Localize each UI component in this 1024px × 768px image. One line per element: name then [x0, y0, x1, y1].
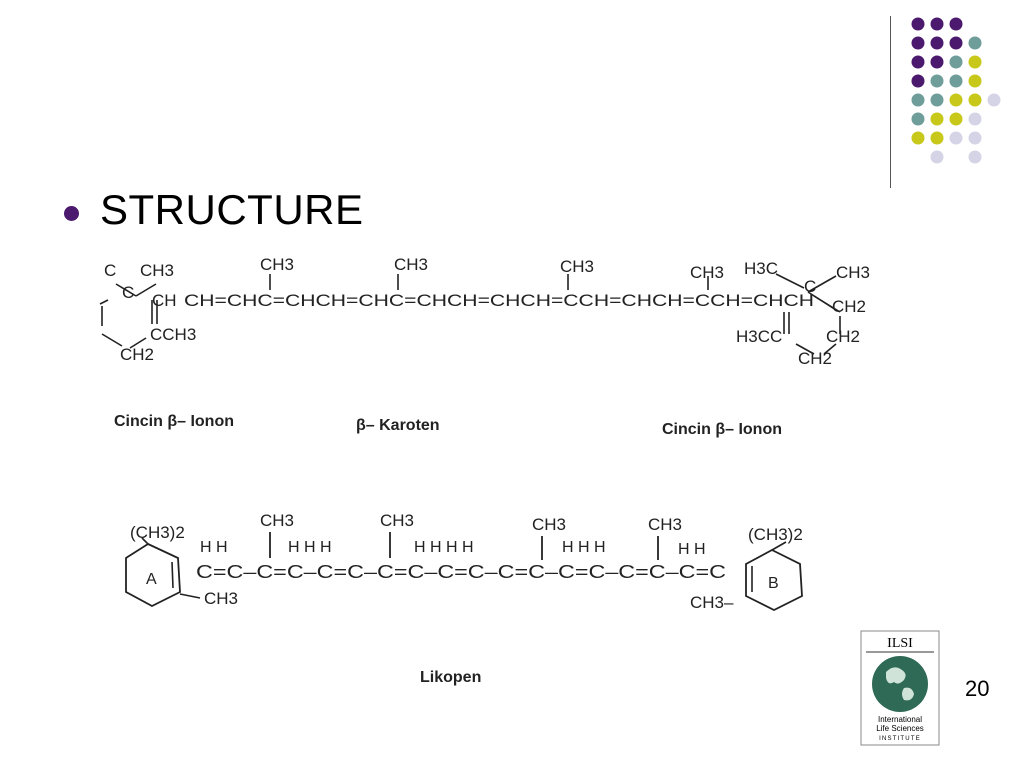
decorative-dot	[968, 131, 982, 145]
right-ring-label-ch2-c: CH2	[798, 349, 832, 368]
decorative-dot	[968, 55, 982, 69]
ring-b-top-bond	[771, 541, 787, 551]
lycopene-methyl-3: CH3	[532, 515, 566, 534]
decorative-dot-grid	[911, 17, 1001, 164]
ring-a-top-bond	[141, 537, 149, 545]
carotene-methyl-2: CH3	[394, 255, 428, 274]
decorative-dot	[930, 131, 944, 145]
decorative-dot	[949, 74, 963, 88]
decorative-dot	[968, 74, 982, 88]
bullet-icon	[64, 206, 79, 221]
decorative-divider-line	[890, 16, 891, 188]
right-ring-label-c: C	[804, 277, 816, 296]
lycopene-chain: C=C–C=C–C=C–C=C–C=C–C=C–C=C–C=C–C=C	[196, 562, 726, 582]
decorative-dot	[930, 36, 944, 50]
decorative-dot	[949, 55, 963, 69]
chemical-structure-figure: C CH3 C CH CCH3 CH2 CH=CHC=CHCH=CHC=CHCH…	[99, 255, 870, 686]
decorative-dot	[949, 131, 963, 145]
ilsi-logo-acronym: ILSI	[887, 636, 913, 651]
carotene-methyl-branches	[269, 274, 709, 290]
left-ring-label-cch3: CCH3	[150, 325, 196, 344]
ring-b-label: B	[768, 575, 779, 592]
lycopene-h-group-2: H H H	[288, 539, 332, 556]
lycopene-methyl-branches	[269, 532, 659, 560]
ilsi-logo-line2: Life Sciences	[876, 724, 924, 733]
decorative-dot	[930, 74, 944, 88]
decorative-dot	[949, 93, 963, 107]
ilsi-logo-line1: International	[878, 715, 922, 724]
left-ring-label-ch2: CH2	[120, 345, 154, 364]
caption-left-ionone: Cincin β– Ionon	[114, 413, 234, 430]
decorative-dot	[911, 36, 925, 50]
carotene-methyl-4: CH3	[690, 263, 724, 282]
decorative-dot	[968, 150, 982, 164]
left-ring-label-c1: C	[104, 261, 116, 280]
decorative-dot	[930, 93, 944, 107]
ring-b-dimethyl: (CH3)2	[748, 525, 803, 544]
decorative-dot	[949, 17, 963, 31]
decorative-dot	[930, 17, 944, 31]
right-ring-label-ch2-a: CH2	[832, 297, 866, 316]
left-ring-label-ch: CH	[152, 291, 177, 310]
decorative-dot	[968, 93, 982, 107]
decorative-dot	[911, 112, 925, 126]
decorative-dot	[987, 93, 1001, 107]
right-ring-label-h3c: H3C	[744, 259, 778, 278]
ilsi-logo: ILSI International Life Sciences INSTITU…	[860, 630, 940, 746]
ring-a-double-bond	[171, 561, 174, 589]
right-ring-label-h3cc: H3CC	[736, 327, 782, 346]
lycopene-methyl-4: CH3	[648, 515, 682, 534]
ilsi-logo-line3: INSTITUTE	[879, 736, 921, 742]
decorative-dot	[968, 36, 982, 50]
left-ring-label-ch3: CH3	[140, 261, 174, 280]
lycopene-h-group-5: H H	[678, 541, 706, 558]
decorative-dot	[911, 93, 925, 107]
left-ring-label-c2: C	[122, 283, 134, 302]
decorative-dot	[930, 55, 944, 69]
left-ionone-ring	[99, 283, 158, 349]
ring-a-label: A	[146, 571, 157, 588]
beta-carotene-structure: C CH3 C CH CCH3 CH2 CH=CHC=CHCH=CHC=CHCH…	[99, 255, 870, 438]
right-ionone-ring	[775, 273, 841, 355]
caption-lycopene: Likopen	[420, 669, 481, 686]
caption-beta-carotene: β– Karoten	[356, 417, 440, 434]
ring-a-hexagon	[125, 542, 181, 608]
lycopene-h-group-1: H H	[200, 539, 228, 556]
decorative-dot	[968, 112, 982, 126]
lycopene-h-group-4: H H H	[562, 539, 606, 556]
carotene-chain: CH=CHC=CHCH=CHC=CHCH=CHCH=CCH=CHCH=CCH=C…	[184, 291, 814, 310]
globe-icon	[872, 656, 928, 712]
lycopene-h-group-3: H H H H	[414, 539, 474, 556]
decorative-dot	[930, 112, 944, 126]
lycopene-structure: A (CH3)2 CH3 C=C–C=C–C=C–C=C–C=C–C=C–C=C…	[125, 511, 803, 686]
carotene-methyl-3: CH3	[560, 257, 594, 276]
ring-a-methyl: CH3	[204, 589, 238, 608]
decorative-dot	[911, 74, 925, 88]
caption-right-ionone: Cincin β– Ionon	[662, 421, 782, 438]
right-ring-label-ch3: CH3	[836, 263, 870, 282]
ring-b-methyl: CH3–	[690, 593, 734, 612]
decorative-dot	[911, 55, 925, 69]
ring-b-hexagon	[745, 548, 803, 612]
ring-a-dimethyl: (CH3)2	[130, 523, 185, 542]
lycopene-methyl-2: CH3	[380, 511, 414, 530]
ring-a-methyl-bond	[179, 593, 201, 599]
right-ring-label-ch2-b: CH2	[826, 327, 860, 346]
carotene-methyl-1: CH3	[260, 255, 294, 274]
decorative-dot	[949, 112, 963, 126]
lycopene-methyl-1: CH3	[260, 511, 294, 530]
decorative-dot	[930, 150, 944, 164]
page-number: 20	[965, 676, 990, 701]
slide-heading: STRUCTURE	[100, 186, 364, 233]
decorative-dot	[949, 36, 963, 50]
decorative-dot	[911, 131, 925, 145]
decorative-dot	[911, 17, 925, 31]
